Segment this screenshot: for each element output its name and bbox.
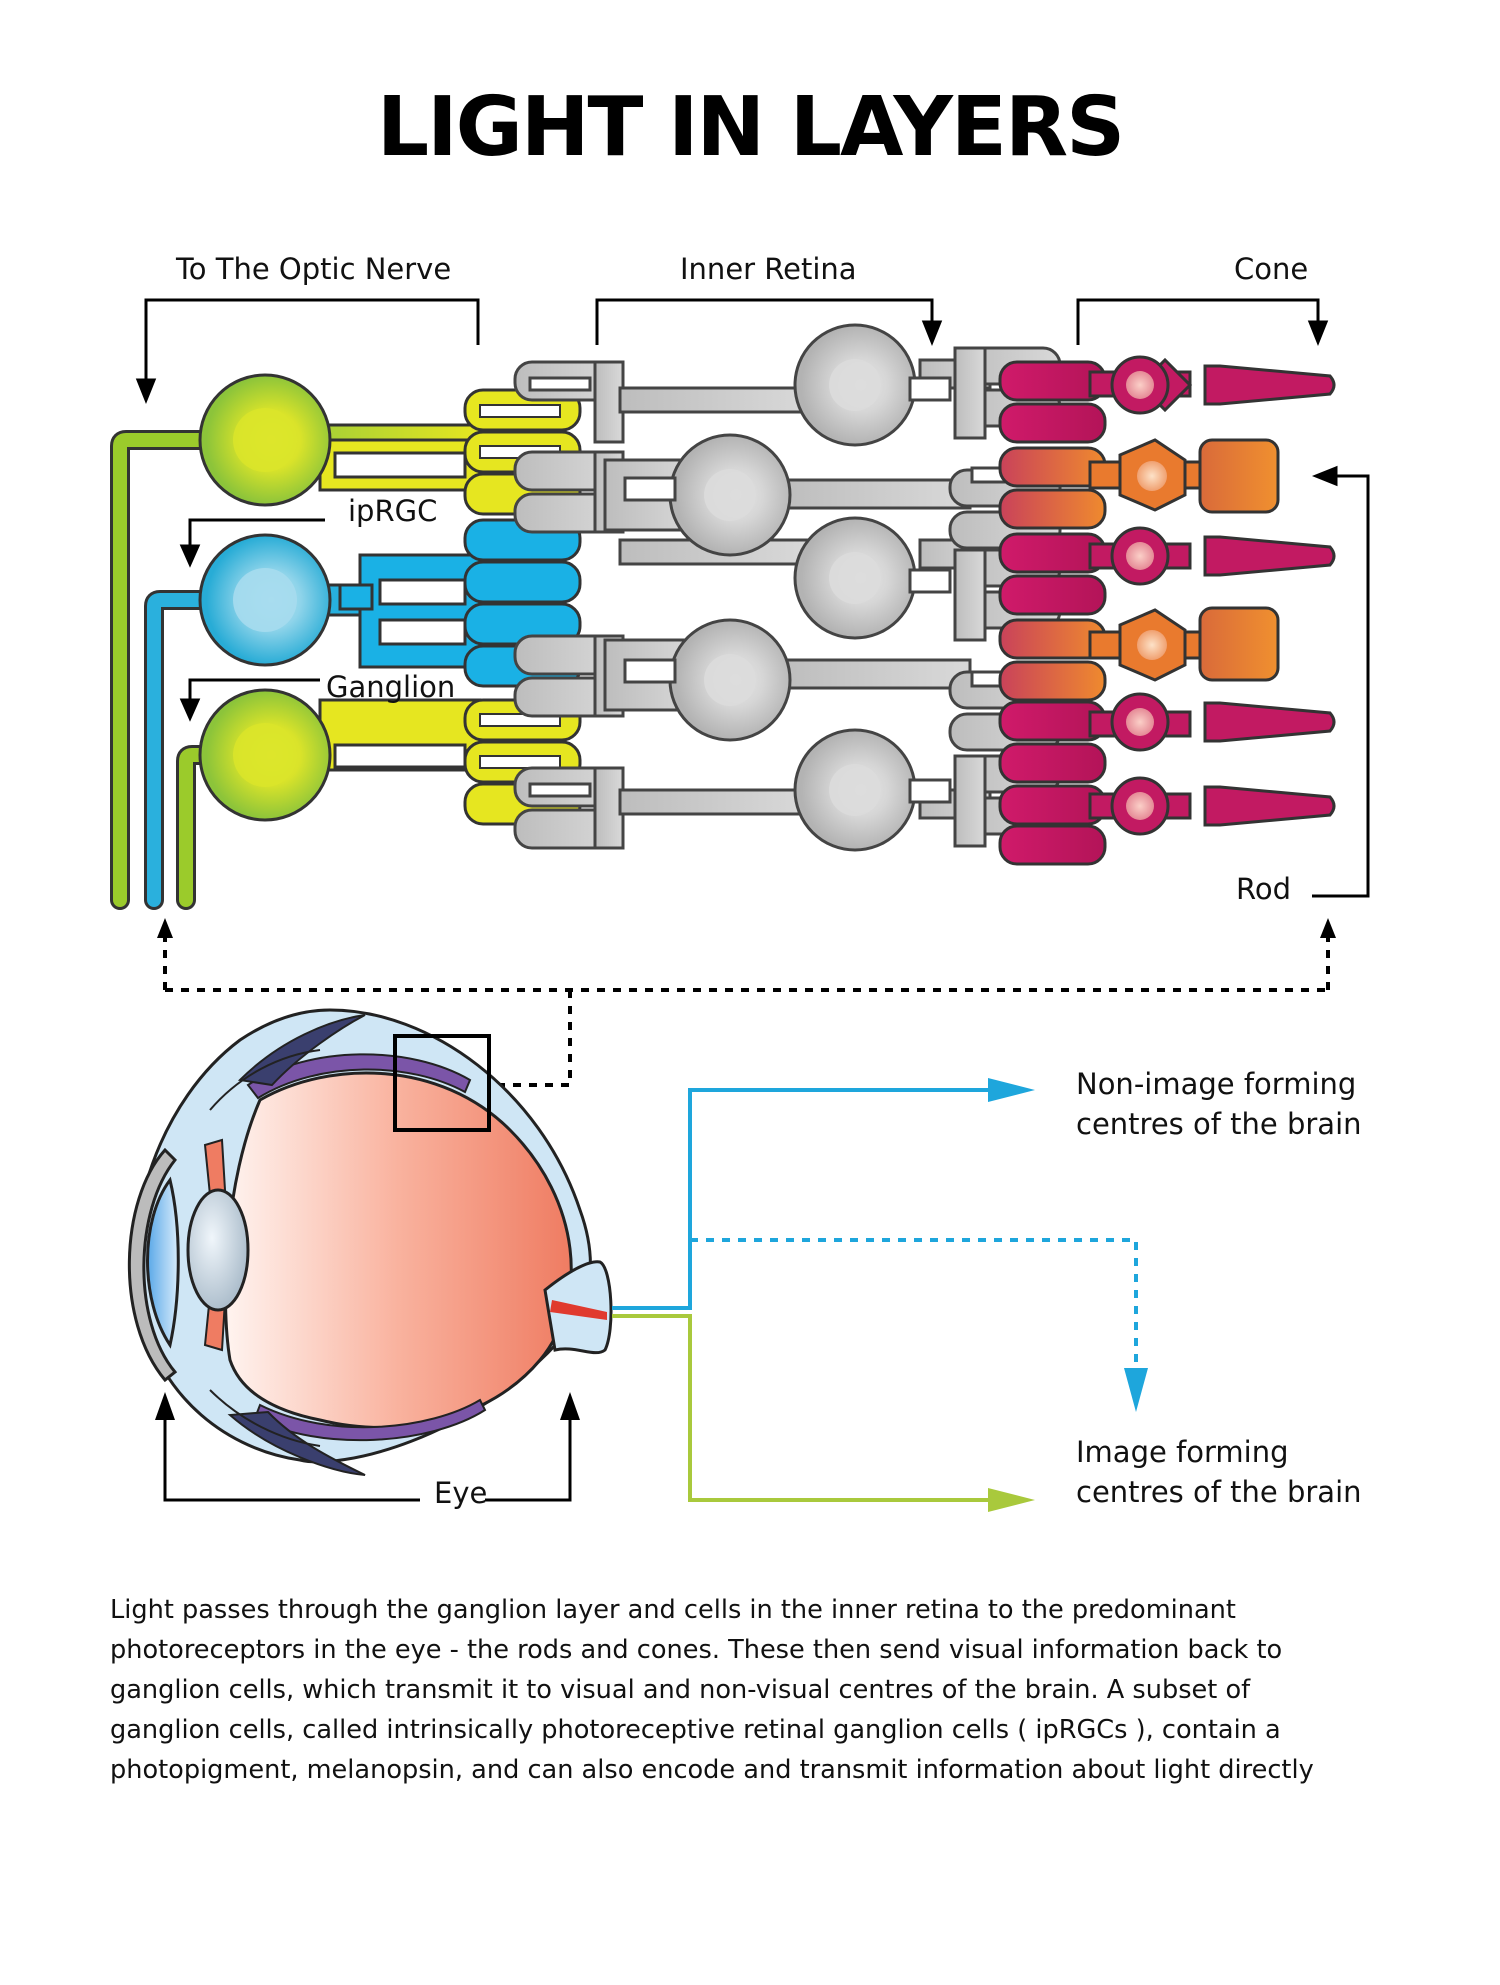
blue-dashed-arrow-head (1124, 1368, 1148, 1412)
non-image-line-1: Non-image forming (1076, 1067, 1357, 1101)
optic-nerve-bracket (135, 298, 480, 405)
dash-arrow-right (1320, 918, 1336, 938)
image-line-1: Image forming (1076, 1435, 1289, 1469)
caption: Light passes through the ganglion layer … (110, 1590, 1410, 1790)
ganglion-cell-1 (198, 373, 582, 516)
magnify-connector (163, 935, 1330, 1087)
rod-cell-1 (998, 438, 1280, 530)
caption-line: Light passes through the ganglion layer … (110, 1595, 1236, 1625)
non-image-line-2: centres of the brain (1076, 1107, 1362, 1141)
inner-retina-cells (513, 323, 1062, 852)
rod-bracket (1311, 465, 1370, 898)
cone-cell-3 (998, 692, 1336, 784)
cone-bracket (1076, 298, 1329, 347)
inner-retina-bracket (595, 298, 943, 347)
ganglion-pointer (179, 678, 320, 722)
inner-retina-windows (528, 376, 1009, 804)
image-line-2: centres of the brain (1076, 1475, 1362, 1509)
magnify-box (393, 1034, 491, 1132)
label-cone: Cone (1234, 252, 1309, 286)
label-eye: Eye (434, 1476, 488, 1510)
cone-cell-1 (998, 355, 1336, 444)
iprgc-pointer (179, 518, 325, 568)
blue-pathway (612, 1088, 990, 1310)
green-arrow-head (988, 1488, 1035, 1512)
blue-arrow-head (988, 1078, 1035, 1102)
caption-line: photoreceptors in the eye - the rods and… (110, 1635, 1283, 1665)
dash-arrow-left (157, 918, 173, 938)
label-inner-retina: Inner Retina (680, 252, 857, 286)
label-ganglion: Ganglion (326, 670, 456, 704)
label-rod: Rod (1236, 872, 1291, 906)
label-non-image-forming: Non-image forming centres of the brain (1076, 1064, 1362, 1144)
label-iprgc: ipRGC (348, 494, 438, 528)
label-image-forming: Image forming centres of the brain (1076, 1432, 1362, 1512)
eye-illustration (127, 1008, 613, 1476)
gray-nuclei (704, 359, 881, 816)
eye-arrow-left (155, 1392, 175, 1420)
cone-cell-2 (998, 526, 1336, 616)
rod-cell-2 (998, 606, 1280, 702)
eye-arrow-right (560, 1392, 580, 1420)
caption-line: ganglion cells, which transmit it to vis… (110, 1675, 1251, 1705)
eye-bracket (163, 1420, 572, 1502)
caption-line: photopigment, melanopsin, and can also e… (110, 1755, 1314, 1785)
blue-dashed-pathway (690, 1238, 1138, 1370)
label-optic-nerve: To The Optic Nerve (176, 252, 452, 286)
caption-line: ganglion cells, called intrinsically pho… (110, 1715, 1281, 1745)
green-pathway (612, 1314, 990, 1502)
page-title: LIGHT IN LAYERS (376, 80, 1125, 175)
cone-cell-4 (998, 776, 1336, 866)
